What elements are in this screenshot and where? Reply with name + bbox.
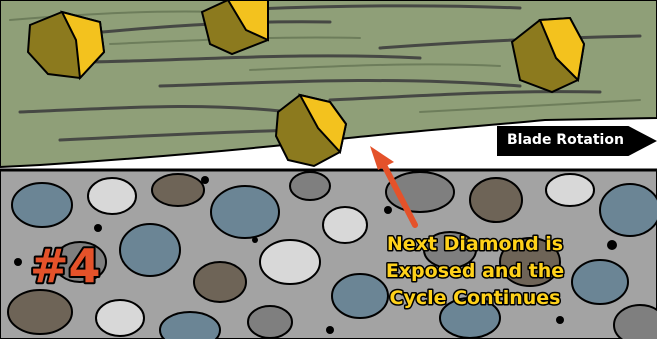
step-label: #4 xyxy=(30,239,101,293)
caption-line-2: Exposed and the xyxy=(386,260,564,282)
caption: Next Diamond is Exposed and the Cycle Co… xyxy=(386,233,564,309)
caption-line-3: Cycle Continues xyxy=(390,287,561,309)
caption-line-1: Next Diamond is xyxy=(387,233,563,255)
blade-rotation-text: Blade Rotation xyxy=(507,132,624,148)
blade-rotation-label: Blade Rotation xyxy=(497,126,657,156)
